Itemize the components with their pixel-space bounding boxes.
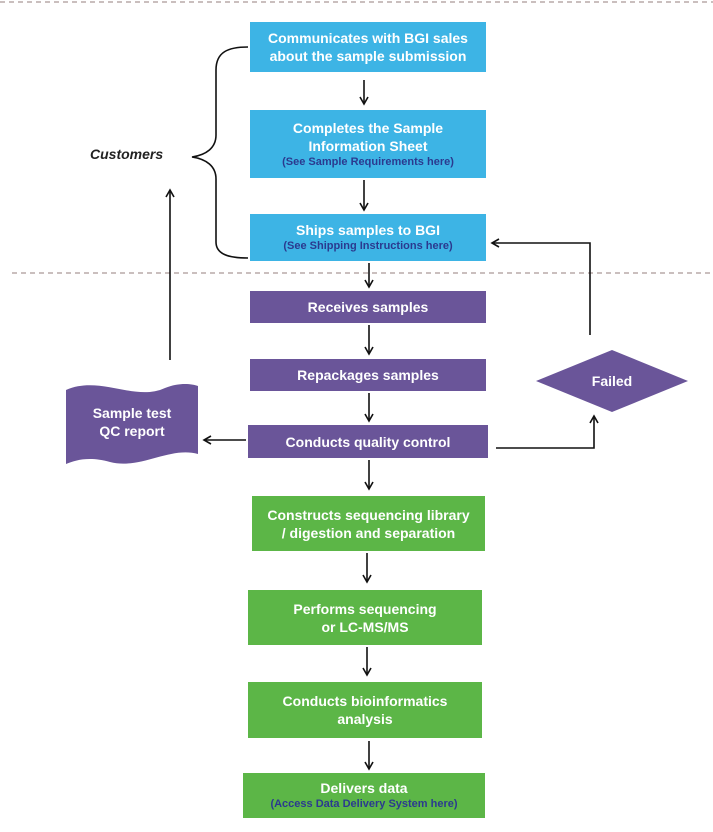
sample-requirements-link[interactable]: (See Sample Requirements here) <box>282 155 454 168</box>
qc-report-document <box>66 384 198 464</box>
failed-diamond <box>536 350 688 412</box>
qc-report-line2: QC report <box>99 423 165 439</box>
failed-label: Failed <box>591 373 633 389</box>
step-receive-label: Receives samples <box>307 299 429 315</box>
customers-label: Customers <box>90 146 164 162</box>
step-bioinformatics: Conducts bioinformatics analysis <box>248 682 482 738</box>
step-sequencing-line2: or LC-MS/MS <box>321 618 409 635</box>
step-construct-library: Constructs sequencing library / digestio… <box>252 496 485 551</box>
step-info-sheet-line1: Completes the Sample <box>292 119 444 136</box>
customers-brace <box>191 46 249 259</box>
arrow-failed-to-shipping <box>490 238 591 335</box>
qc-report-line1: Sample test <box>92 405 172 421</box>
step-sequencing-line1: Performs sequencing <box>293 600 437 617</box>
data-delivery-link[interactable]: (Access Data Delivery System here) <box>270 798 458 810</box>
step-info-sheet-line2: Information Sheet <box>308 137 428 154</box>
step-deliver-line1: Delivers data <box>320 780 408 796</box>
qc-report-label: Sample test QC report <box>78 404 186 440</box>
step-qc-label: Conducts quality control <box>285 433 451 450</box>
step-repackage-label: Repackages samples <box>297 367 439 383</box>
step-info-sheet: Completes the Sample Information Sheet (… <box>250 110 486 178</box>
step-communicate-line2: about the sample submission <box>269 48 467 64</box>
step-communicate-line1: Communicates with BGI sales <box>268 30 468 46</box>
arrow-qc-to-failed <box>496 414 599 449</box>
step-construct-line1: Constructs sequencing library <box>267 506 470 523</box>
step-ship-line1: Ships samples to BGI <box>296 222 440 238</box>
step-deliver-data: Delivers data (Access Data Delivery Syst… <box>243 773 485 818</box>
step-bioinformatics-line2: analysis <box>337 711 393 727</box>
shipping-instructions-link[interactable]: (See Shipping Instructions here) <box>283 240 453 252</box>
step-communicate-sales: Communicates with BGI sales about the sa… <box>250 22 486 72</box>
step-quality-control: Conducts quality control <box>248 425 488 458</box>
step-sequencing: Performs sequencing or LC-MS/MS <box>248 590 482 645</box>
step-construct-line2: / digestion and separation <box>281 524 456 541</box>
step-ship-samples: Ships samples to BGI (See Shipping Instr… <box>250 214 486 261</box>
step-repackage-samples: Repackages samples <box>250 359 486 391</box>
step-receive-samples: Receives samples <box>250 291 486 323</box>
step-bioinformatics-line1: Conducts bioinformatics <box>282 693 448 709</box>
